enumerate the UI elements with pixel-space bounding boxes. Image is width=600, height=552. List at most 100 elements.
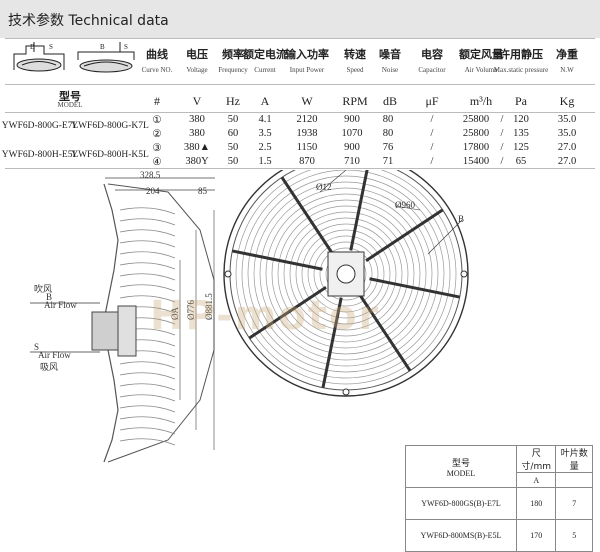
motor-front [327, 251, 365, 297]
guard-spoke [232, 249, 323, 271]
table-cell: 1070 [341, 128, 363, 139]
blade-section [119, 383, 176, 391]
motor-hub [117, 305, 137, 357]
dim-d3: 85 [198, 186, 207, 196]
model-label-cn: 型号 [59, 90, 81, 103]
guard-wire-ring [265, 193, 427, 355]
guard-spoke [280, 176, 334, 255]
airflow-top-en: Air Flow [44, 300, 77, 310]
column-header-en: Input Power [289, 66, 325, 74]
table-cell: / [430, 156, 434, 167]
table-cell: 35.0 [557, 128, 577, 139]
model-name: YWF6D-800G-E7L [1, 121, 79, 131]
table-cell: ① [152, 115, 162, 126]
airflow-bottom-cn: 吸风 [40, 363, 59, 373]
column-unit: # [154, 94, 160, 108]
column-header-cn: 噪音 [379, 48, 401, 61]
table-cell: ② [152, 129, 162, 140]
table-cell: 870 [299, 156, 315, 167]
table-cell: 380 [189, 114, 205, 125]
mounting-hole [342, 388, 350, 396]
table-cell: ④ [152, 157, 162, 168]
leader-b [427, 219, 463, 255]
table-divider [5, 168, 595, 169]
guard-wire-ring [283, 211, 409, 337]
header-band [0, 0, 600, 38]
table-divider [5, 38, 595, 39]
table-cell: 80 [382, 114, 394, 125]
dim-b: B [458, 214, 465, 224]
mounting-hole [460, 270, 468, 278]
column-header-en: Voltage [186, 66, 208, 74]
column-header-en: Air Volume [464, 66, 498, 74]
table-cell: 15400 [462, 156, 490, 167]
column-header-cn: 许用静压 [499, 48, 543, 61]
table-cell: 380 [189, 128, 205, 139]
column-unit: V [192, 94, 202, 108]
svg-text:S: S [49, 43, 53, 51]
table-cell: 380▲ [183, 142, 211, 153]
guard-spoke [248, 286, 327, 340]
blade-section [119, 240, 176, 248]
table-cell: 25800 [462, 114, 490, 125]
blade-section [119, 218, 176, 226]
column-header-en: Speed [346, 66, 364, 74]
guard-wire-ring [259, 187, 433, 361]
guard-wire-ring [271, 199, 421, 349]
column-header-en: Frequency [218, 66, 248, 74]
blade-section [119, 416, 176, 424]
guard-wire-ring [289, 217, 403, 331]
blade-section [119, 262, 176, 270]
model-header: 型号 MODEL [405, 445, 517, 488]
column-unit: Kg [559, 94, 575, 108]
dim-d1: 328.5 [140, 170, 161, 180]
table-cell: / [430, 128, 434, 139]
guard-wire-ring [253, 181, 439, 367]
blade-section [119, 251, 176, 259]
table-cell: 65 [515, 156, 527, 167]
column-header-cn: 曲线 [146, 48, 168, 61]
guard-spoke [358, 293, 412, 372]
table-cell: 76 [382, 142, 394, 153]
column-unit: Pa [515, 94, 527, 108]
guard-wire-ring [301, 229, 391, 319]
dim-d5: Ø960 [395, 200, 415, 210]
table-cell: 1.5 [258, 156, 272, 167]
leader-d4 [319, 169, 347, 193]
table-cell: 710 [344, 156, 360, 167]
column-header-en: Noise [381, 66, 399, 74]
svg-text:S: S [124, 43, 128, 51]
guard-spoke [369, 277, 460, 299]
blade-section [119, 229, 176, 237]
model-name: YWF6D-800H-K5L [71, 150, 149, 160]
airflow-top-cn: 吹风 [34, 285, 53, 295]
guard-spoke [365, 208, 444, 262]
table-cell: 4.1 [258, 114, 272, 125]
airflow-bottom-mark: S [34, 342, 40, 352]
airflow-bottom-en: Air Flow [38, 350, 71, 360]
model-table: 型号 MODEL 尺寸/mm 叶片数量 A YWF6D-800GS(B)-E7L… [405, 445, 593, 552]
watermark: HP-motor [150, 293, 381, 339]
table-cell: 125 [513, 142, 529, 153]
column-header-cn: 额定风量 [459, 48, 503, 61]
column-header-en: Max.static pressure [493, 66, 549, 74]
table-cell: / [430, 142, 434, 153]
table-cell: 80 [382, 128, 394, 139]
table-cell: 2.5 [258, 142, 272, 153]
table-cell: / [500, 142, 504, 153]
column-unit: m³/h [469, 94, 493, 108]
column-unit: RPM [342, 94, 368, 108]
table-cell: 900 [344, 114, 360, 125]
column-header-en: Capacitor [418, 66, 446, 74]
fan-b-icon: B S [13, 42, 65, 72]
table-cell: 900 [344, 142, 360, 153]
svg-text:B: B [30, 43, 35, 51]
table-cell: 3.5 [258, 128, 272, 139]
column-header-en: Current [254, 66, 276, 74]
model-label-en: MODEL [57, 101, 83, 109]
svg-text:B: B [100, 43, 105, 51]
table-cell: / [500, 128, 504, 139]
blade-section [119, 284, 176, 292]
